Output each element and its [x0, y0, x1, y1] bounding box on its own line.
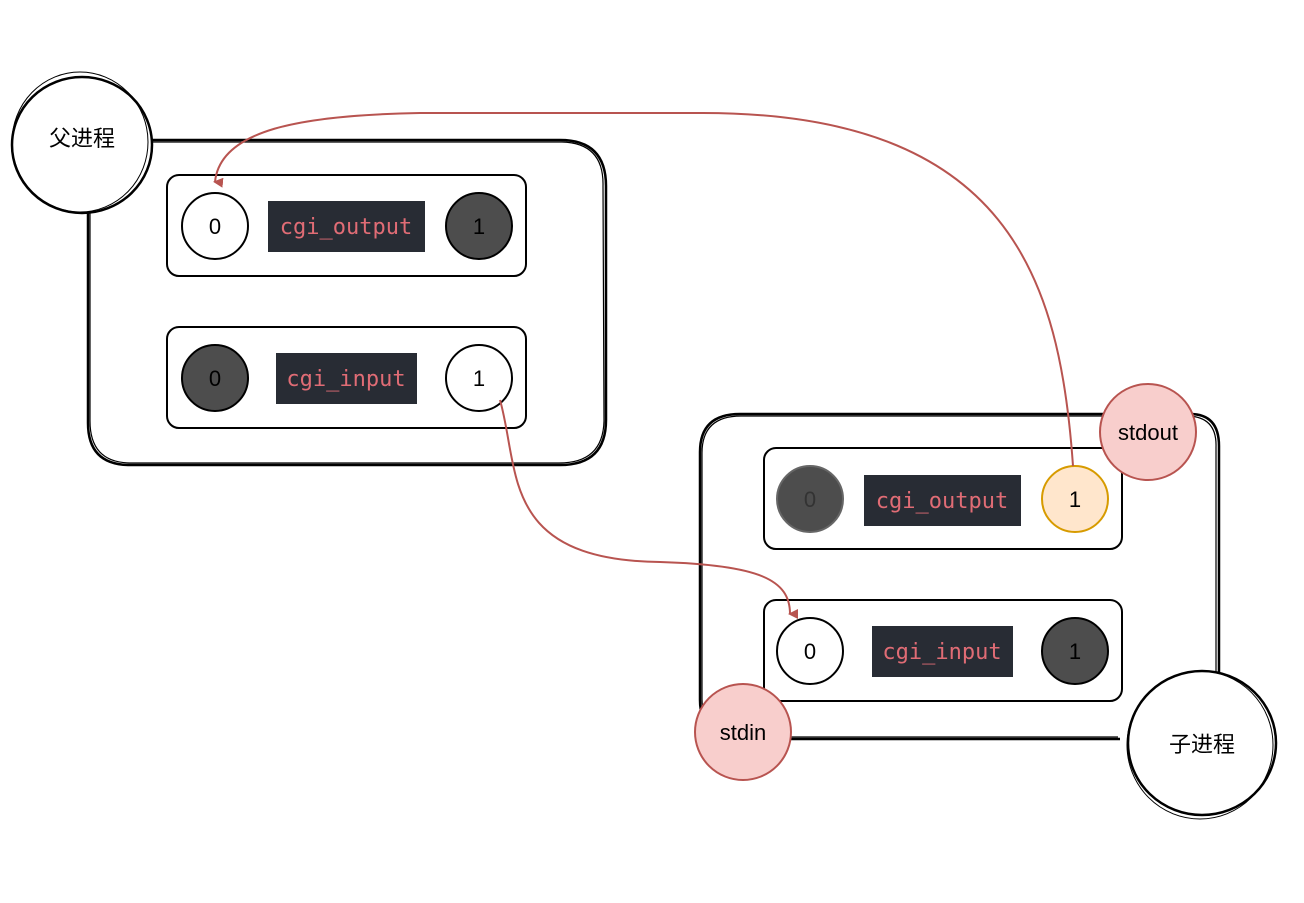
parent-output-fd0-label: 0 [209, 214, 221, 239]
parent-output-pipe-name: cgi_output [280, 215, 412, 240]
parent-process-node: 父进程 [10, 71, 154, 215]
arrow-parent-input-to-stdin [499, 399, 799, 619]
child-output-fd1 [1041, 465, 1109, 533]
parent-pipe-cgi-input: 0 cgi_input 1 [166, 326, 527, 429]
child-input-fd1 [1041, 617, 1109, 685]
stdout-badge: stdout [1099, 383, 1197, 481]
parent-output-fd0 [181, 192, 249, 260]
arrow-stdout-to-parent-output [213, 111, 1074, 467]
child-pipe-cgi-output: 0 cgi_output 1 [763, 447, 1123, 550]
parent-process-label: 父进程 [49, 126, 115, 151]
child-input-fd0-label: 0 [804, 639, 816, 664]
child-input-fd1-label: 1 [1069, 639, 1081, 664]
child-input-pipe-name: cgi_input [882, 640, 1001, 665]
child-output-fd0 [776, 465, 844, 533]
child-output-fd1-label: 1 [1069, 487, 1081, 512]
child-process-node: 子进程 [1126, 669, 1278, 820]
child-process-label: 子进程 [1169, 732, 1235, 757]
child-pipe-cgi-input: 0 cgi_input 1 [763, 599, 1123, 702]
parent-input-fd1 [445, 344, 513, 412]
parent-pipe-cgi-output: 0 cgi_output 1 [166, 174, 527, 277]
stdout-label: stdout [1118, 420, 1178, 445]
parent-input-fd1-label: 1 [473, 366, 485, 391]
parent-input-fd0-label: 0 [209, 366, 221, 391]
parent-output-fd1-label: 1 [473, 214, 485, 239]
parent-input-fd0 [181, 344, 249, 412]
parent-process-container [86, 138, 608, 467]
parent-output-fd1 [445, 192, 513, 260]
parent-input-pipe-name: cgi_input [286, 367, 405, 392]
stdin-badge: stdin [694, 683, 792, 781]
child-output-fd0-label: 0 [804, 487, 816, 512]
child-output-pipe-name: cgi_output [876, 489, 1008, 514]
child-input-fd0 [776, 617, 844, 685]
stdin-label: stdin [720, 720, 766, 745]
